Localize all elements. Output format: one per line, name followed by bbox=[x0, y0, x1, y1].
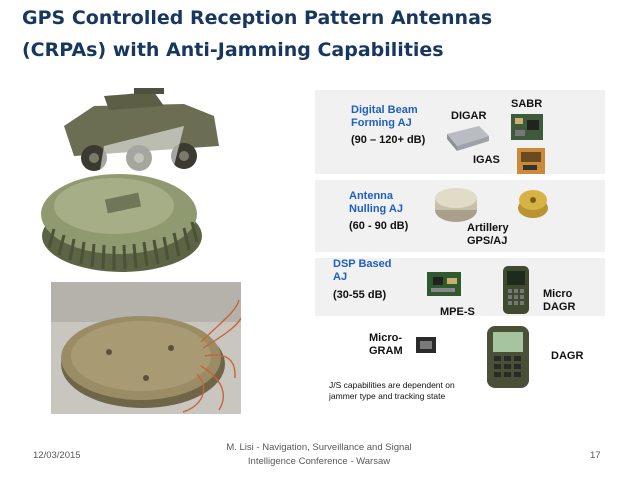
dagr-device-image bbox=[487, 326, 529, 388]
digital-beam-range: (90 – 120+ dB) bbox=[351, 134, 426, 146]
artillery-device-image bbox=[518, 190, 548, 218]
vehicle-antenna-photo bbox=[41, 86, 226, 272]
slide-title-line-2: (CRPAs) with Anti-Jamming Capabilities bbox=[22, 39, 444, 61]
micro-dagr-device-image bbox=[503, 266, 529, 314]
js-capability-note: J/S capabilities are dependent on jammer… bbox=[329, 380, 455, 401]
micro-gram-label: Micro- GRAM bbox=[369, 332, 403, 357]
footer-date: 12/03/2015 bbox=[33, 450, 81, 461]
micro-gram-device-image bbox=[416, 337, 436, 353]
nulling-antenna-image bbox=[435, 188, 477, 222]
antenna-nulling-range: (60 - 90 dB) bbox=[349, 220, 409, 232]
digar-device-image bbox=[447, 126, 489, 151]
artillery-label: Artillery GPS/AJ bbox=[467, 222, 509, 247]
digital-beam-label: Digital Beam Forming AJ bbox=[351, 104, 418, 129]
footer-page-number: 17 bbox=[590, 450, 601, 461]
digar-label: DIGAR bbox=[451, 110, 487, 122]
dsp-based-label: DSP Based AJ bbox=[333, 258, 392, 283]
dagr-label: DAGR bbox=[551, 350, 584, 362]
antenna-cables-photo bbox=[51, 282, 241, 414]
mpe-s-label: MPE-S bbox=[440, 306, 475, 318]
footer-conference: M. Lisi - Navigation, Surveillance and S… bbox=[226, 442, 412, 467]
igas-device-image bbox=[517, 148, 545, 174]
slide-title-line-1: GPS Controlled Reception Pattern Antenna… bbox=[22, 7, 493, 29]
sabr-device-image bbox=[511, 114, 543, 140]
micro-dagr-label: Micro DAGR bbox=[543, 288, 576, 313]
mpe-s-device-image bbox=[427, 272, 461, 296]
antenna-nulling-label: Antenna Nulling AJ bbox=[349, 190, 403, 215]
igas-label: IGAS bbox=[473, 154, 500, 166]
sabr-label: SABR bbox=[511, 98, 543, 110]
dsp-based-range: (30-55 dB) bbox=[333, 289, 387, 301]
anti-jamming-diagram: Digital Beam Forming AJ (90 – 120+ dB) A… bbox=[315, 88, 605, 410]
slide-title: GPS Controlled Reception Pattern Antenna… bbox=[22, 2, 622, 66]
